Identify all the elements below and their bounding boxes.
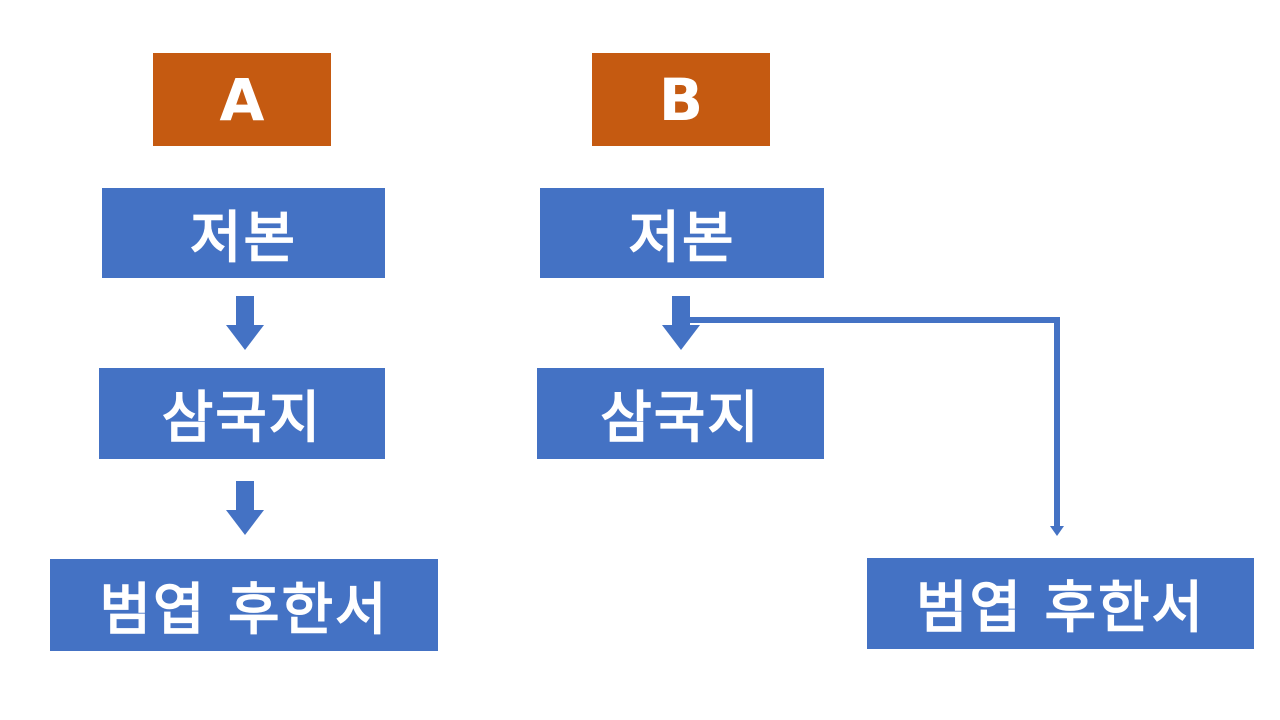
arrow-a-1 <box>226 296 264 350</box>
arrow-a-2 <box>226 481 264 535</box>
diagram-a-node-source-text: 저본 <box>189 205 298 271</box>
diagram-a-label-text: A <box>219 65 265 134</box>
diagram-b-label-text: B <box>658 65 704 134</box>
diagram-b-node-huhanseo: 범엽 후한서 <box>867 558 1254 649</box>
diagram-a-node-huhanseo: 범엽 후한서 <box>50 559 438 651</box>
diagram-b-node-source: 저본 <box>540 188 824 278</box>
diagram-b-label: B <box>592 53 770 146</box>
diagram-b-node-samgukji: 삼국지 <box>537 368 824 459</box>
diagram-b-node-huhanseo-text: 범엽 후한서 <box>915 576 1206 641</box>
diagram-b-node-source-text: 저본 <box>628 205 736 271</box>
diagram-a-label: A <box>153 53 331 146</box>
diagram-a-node-source: 저본 <box>102 188 385 278</box>
diagram-a-node-samgukji: 삼국지 <box>99 368 385 459</box>
diagram-a-node-samgukji-text: 삼국지 <box>161 386 323 451</box>
arrow-b-1 <box>662 296 700 350</box>
diagram-b-node-samgukji-text: 삼국지 <box>600 386 761 451</box>
diagram-a-node-huhanseo-text: 범엽 후한서 <box>99 577 389 643</box>
